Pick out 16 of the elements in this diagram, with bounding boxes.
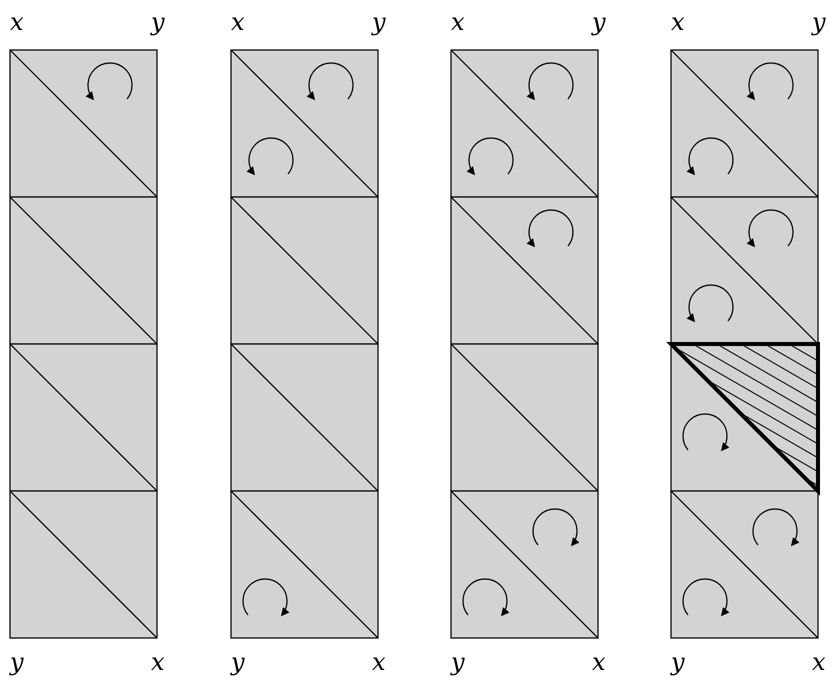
vertex-label: y	[151, 8, 165, 36]
vertex-label: x	[451, 8, 465, 36]
vertex-label: y	[451, 648, 465, 676]
vertex-label: y	[10, 648, 24, 676]
vertex-label: x	[812, 648, 826, 676]
vertex-label: y	[372, 8, 386, 36]
vertex-label: y	[671, 648, 685, 676]
vertex-label: y	[812, 8, 826, 36]
vertex-label: x	[592, 648, 606, 676]
vertex-label: y	[592, 8, 606, 36]
vertex-label: x	[372, 648, 386, 676]
vertex-label: x	[671, 8, 685, 36]
vertex-label: y	[231, 648, 245, 676]
vertex-label: x	[10, 8, 24, 36]
vertex-label: x	[151, 648, 165, 676]
vertex-label: x	[231, 8, 245, 36]
